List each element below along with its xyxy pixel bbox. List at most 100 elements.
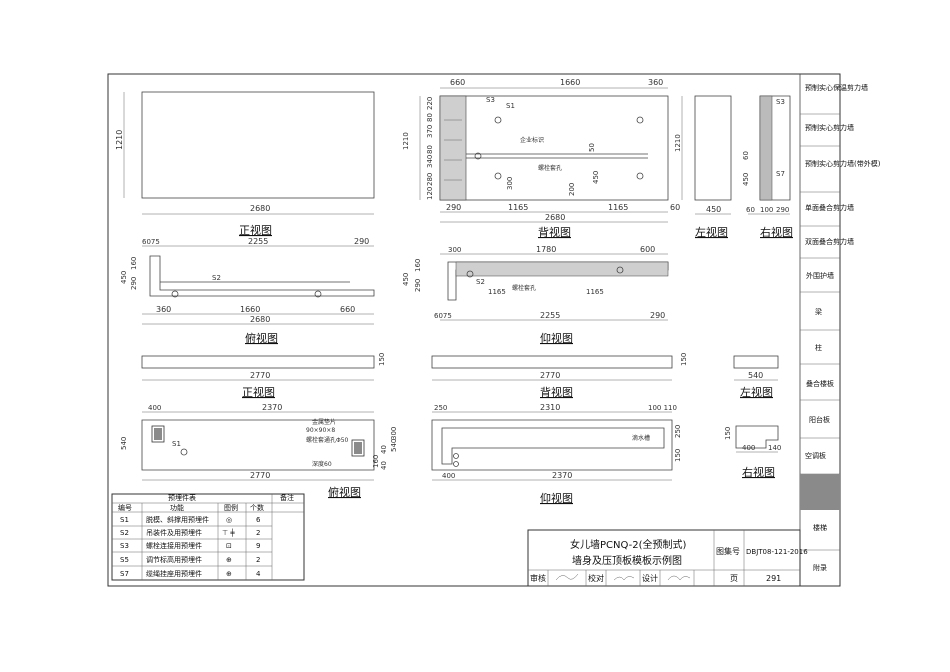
svg-text:1210: 1210: [674, 134, 682, 152]
svg-text:450: 450: [706, 205, 721, 214]
svg-text:2: 2: [256, 556, 260, 564]
svg-text:450: 450: [742, 173, 750, 186]
svg-text:S1: S1: [120, 516, 129, 524]
svg-text:⊤ ╪: ⊤ ╪: [222, 528, 235, 537]
front-view-cap: 150 2770 正视图: [141, 353, 386, 399]
svg-text:290: 290: [354, 237, 369, 246]
svg-text:S3: S3: [486, 96, 495, 104]
svg-text:280: 280: [426, 173, 434, 186]
svg-text:540: 540: [748, 371, 763, 380]
svg-text:6075: 6075: [142, 238, 160, 246]
svg-text:6075: 6075: [434, 312, 452, 320]
view-title-left: 左视图: [695, 225, 728, 239]
sidebar-item-stairs: 楼梯: [813, 523, 827, 532]
sidebar-item-9: 叠合楼板: [806, 379, 834, 388]
svg-text:S2: S2: [120, 529, 129, 537]
svg-text:2680: 2680: [250, 315, 270, 324]
svg-text:300: 300: [390, 427, 398, 440]
sidebar-active-block: [800, 474, 840, 510]
view-title-plan: 俯视图: [245, 331, 278, 345]
svg-text:缆绳挂座用预埋件: 缆绳挂座用预埋件: [146, 569, 202, 578]
svg-text:250: 250: [434, 404, 447, 412]
svg-text:140: 140: [768, 444, 781, 452]
svg-text:90×90×8: 90×90×8: [306, 427, 335, 434]
sidebar-item-2: 预制实心剪力墙: [805, 123, 854, 132]
svg-text:2370: 2370: [552, 471, 572, 480]
front-view-top: 1210 2680 正视图: [115, 91, 375, 237]
svg-text:200: 200: [568, 183, 576, 196]
svg-text:⊕: ⊕: [226, 556, 232, 564]
svg-text:160: 160: [130, 257, 138, 270]
svg-text:4: 4: [256, 570, 261, 578]
svg-text:250: 250: [674, 425, 682, 438]
svg-text:150: 150: [378, 353, 386, 366]
svg-text:审核: 审核: [530, 573, 546, 583]
svg-text:2770: 2770: [250, 471, 270, 480]
svg-text:220: 220: [426, 97, 434, 110]
svg-text:预埋件表: 预埋件表: [168, 493, 196, 502]
svg-text:S7: S7: [120, 570, 129, 578]
svg-text:S1: S1: [172, 440, 181, 448]
svg-text:S5: S5: [120, 556, 129, 564]
svg-text:540: 540: [390, 439, 398, 452]
page-number: 291: [766, 574, 781, 583]
svg-text:6: 6: [256, 516, 261, 524]
svg-text:450: 450: [592, 171, 600, 184]
svg-text:450: 450: [120, 271, 128, 284]
svg-text:S3: S3: [776, 98, 785, 106]
dim-2680: 2680: [250, 204, 270, 213]
view-title-left-cap: 左视图: [740, 385, 773, 399]
view-title-back: 背视图: [538, 225, 571, 239]
svg-text:1165: 1165: [488, 288, 506, 296]
svg-text:450: 450: [402, 273, 410, 286]
sidebar-item-1: 预制实心保温剪力墙: [805, 83, 868, 92]
view-title-front: 正视图: [239, 223, 272, 237]
svg-text:1165: 1165: [508, 203, 528, 212]
svg-text:660: 660: [340, 305, 355, 314]
svg-text:校对: 校对: [588, 573, 604, 583]
svg-text:图例: 图例: [224, 503, 238, 512]
svg-text:脱模、斜撑用预埋件: 脱模、斜撑用预埋件: [146, 515, 209, 524]
svg-text:290: 290: [130, 277, 138, 290]
bottom-view-top: 300 1780 600 S2 螺栓套孔 1165 1165 450 290 1…: [402, 245, 669, 345]
view-title-front-cap: 正视图: [242, 385, 275, 399]
svg-text:1660: 1660: [560, 78, 580, 87]
svg-text:滴水槽: 滴水槽: [632, 434, 650, 442]
svg-text:S1: S1: [506, 102, 515, 110]
view-title-bottom-cap: 仰视图: [540, 491, 573, 505]
svg-text:⊕: ⊕: [226, 570, 232, 578]
view-title-plan-cap: 俯视图: [328, 485, 361, 499]
svg-text:40: 40: [380, 445, 388, 454]
svg-text:400: 400: [148, 404, 161, 412]
view-title-bottom: 仰视图: [540, 331, 573, 345]
svg-text:S2: S2: [212, 274, 221, 282]
svg-text:1210: 1210: [402, 132, 410, 150]
svg-text:螺栓套通孔Φ50: 螺栓套通孔Φ50: [306, 436, 349, 444]
svg-text:1780: 1780: [536, 245, 556, 254]
svg-text:360: 360: [156, 305, 171, 314]
plan-view-top: 6075 2255 290 S2 450 290 160 360 1660 66…: [120, 237, 375, 345]
title-block: 女儿墙PCNQ-2(全预制式) 墙身及压顶板模板示例图 图集号 DBJT08-1…: [527, 529, 808, 587]
atlas-number: DBJT08-121-2016: [746, 548, 808, 556]
sidebar-item-3: 预制实心剪力墙(带外模): [805, 159, 881, 168]
sidebar-item-6: 外围护墙: [806, 271, 834, 280]
svg-text:160: 160: [372, 455, 380, 468]
svg-text:深度60: 深度60: [312, 460, 332, 468]
svg-text:企业标识: 企业标识: [520, 136, 544, 144]
svg-text:金属垫片: 金属垫片: [312, 418, 336, 426]
sidebar-item-8: 柱: [815, 343, 822, 352]
svg-text:设计: 设计: [642, 573, 658, 583]
svg-text:160: 160: [414, 259, 422, 272]
sidebar-item-11: 空调板: [805, 451, 826, 460]
sidebar-item-7: 梁: [815, 307, 822, 316]
svg-text:150: 150: [674, 449, 682, 462]
sidebar-item-appendix: 附录: [813, 563, 827, 572]
right-view-top: S3 S7 60 450 60 100 290 右视图: [742, 95, 793, 239]
svg-text:◎: ◎: [226, 516, 232, 524]
svg-text:⊡: ⊡: [226, 542, 232, 550]
left-view-cap: 540 左视图: [733, 355, 779, 399]
svg-text:备注: 备注: [280, 493, 294, 502]
svg-text:1165: 1165: [586, 288, 604, 296]
svg-text:螺栓连接用预埋件: 螺栓连接用预埋件: [146, 541, 202, 550]
